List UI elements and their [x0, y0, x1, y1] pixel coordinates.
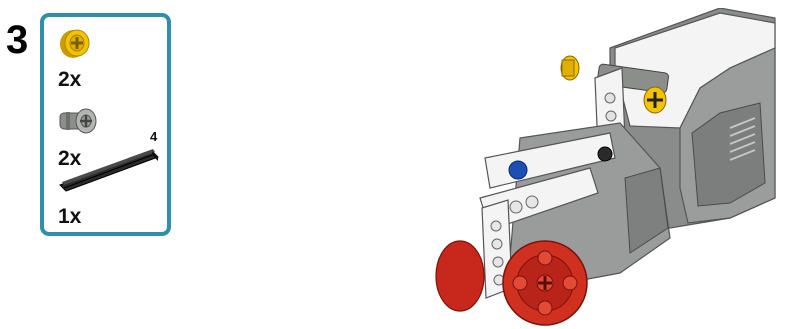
- yellow-axle-pin-icon: [58, 27, 92, 61]
- black-axle-icon: [54, 145, 162, 197]
- gray-axle-pin-icon: [56, 105, 100, 137]
- parts-list-panel: 2x 2x 4 1x: [40, 13, 171, 236]
- axle-length-label: 4: [150, 130, 157, 143]
- yellow-pin-quantity: 2x: [58, 69, 81, 90]
- step-number: 3: [6, 20, 28, 60]
- axle-quantity: 1x: [58, 206, 81, 227]
- assembled-model-illustration: [430, 8, 795, 328]
